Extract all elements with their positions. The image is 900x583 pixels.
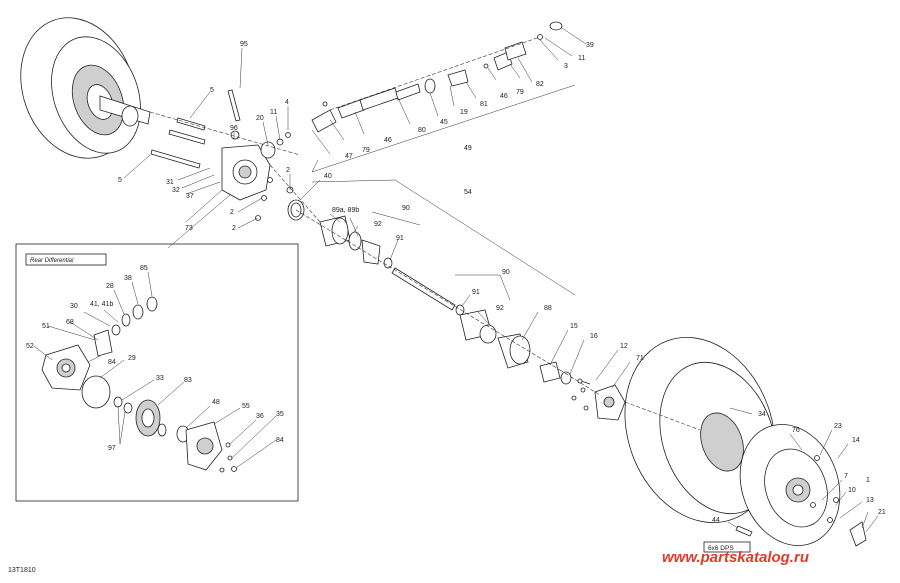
callout-90: 90	[402, 205, 410, 212]
wheel-variant-tag: 6x6 DPS	[703, 541, 751, 553]
callout-7: 7	[844, 473, 848, 480]
callout-35: 35	[276, 411, 284, 418]
callout-97: 97	[108, 445, 116, 452]
leader-lines	[33, 27, 879, 533]
callout-91: 91	[472, 289, 480, 296]
callout-71: 71	[636, 355, 644, 362]
callout-90: 90	[502, 269, 510, 276]
callout-23: 23	[834, 423, 842, 430]
callout-41: 41, 41b	[90, 301, 113, 308]
callout-51: 51	[42, 323, 50, 330]
callout-44: 44	[712, 517, 720, 524]
callout-12: 12	[620, 343, 628, 350]
callout-88: 88	[544, 305, 552, 312]
callout-92: 92	[374, 221, 382, 228]
callout-47: 47	[345, 153, 353, 160]
callout-29: 29	[128, 355, 136, 362]
callout-39: 39	[586, 42, 594, 49]
callout-11: 11	[270, 109, 277, 116]
callout-38: 38	[124, 275, 132, 282]
callout-21: 21	[878, 509, 886, 516]
callout-labels: 95 5 5 11 4 20 96 31 32 37 73 2 2 2 40 4…	[26, 41, 886, 524]
callout-73: 73	[185, 225, 193, 232]
right-wheel	[624, 336, 867, 547]
callout-49: 49	[464, 145, 472, 152]
callout-54: 54	[464, 189, 472, 196]
callout-40: 40	[324, 173, 332, 180]
callout-19: 19	[460, 109, 468, 116]
callout-95: 95	[240, 41, 248, 48]
callout-5: 5	[210, 87, 214, 94]
final-drive-housing	[221, 132, 294, 221]
callout-48: 48	[212, 399, 220, 406]
callout-96: 96	[230, 125, 238, 132]
callout-45: 45	[440, 119, 448, 126]
callout-3: 3	[564, 63, 568, 70]
callout-79: 79	[516, 89, 524, 96]
callout-84: 84	[276, 437, 284, 444]
callout-32: 32	[172, 187, 180, 194]
callout-16: 16	[590, 333, 598, 340]
callout-68: 68	[66, 319, 74, 326]
callout-79: 79	[362, 147, 370, 154]
callout-14: 14	[852, 437, 860, 444]
callout-2: 2	[232, 225, 236, 232]
callout-5: 5	[118, 177, 122, 184]
wheel-tag-text: 6x6 DPS	[708, 545, 734, 552]
callout-89: 89a, 89b	[332, 207, 359, 214]
callout-52: 52	[26, 343, 34, 350]
drawing-reference: 13T1810	[8, 567, 36, 574]
callout-30: 30	[70, 303, 78, 310]
callout-31: 31	[166, 179, 174, 186]
watermark-url: www.partskatalog.ru	[662, 549, 809, 566]
callout-84: 84	[108, 359, 116, 366]
callout-1: 1	[866, 477, 870, 484]
callout-34: 34	[758, 411, 766, 418]
callout-80: 80	[418, 127, 426, 134]
left-wheel	[20, 17, 151, 159]
wheel-hub	[571, 378, 626, 421]
propeller-shaft	[311, 21, 563, 133]
callout-81: 81	[480, 101, 488, 108]
callout-2: 2	[230, 209, 234, 216]
valve-stem	[735, 525, 753, 537]
callout-46: 46	[500, 93, 508, 100]
callout-15: 15	[570, 323, 578, 330]
callout-11: 11	[578, 55, 585, 62]
callout-82: 82	[536, 81, 544, 88]
callout-92: 92	[496, 305, 504, 312]
callout-4: 4	[285, 99, 289, 106]
long-bolts	[150, 89, 241, 169]
callout-37: 37	[186, 193, 194, 200]
callout-91: 91	[396, 235, 404, 242]
callout-2: 2	[286, 167, 290, 174]
callout-36: 36	[256, 413, 264, 420]
callout-83: 83	[184, 377, 192, 384]
callout-33: 33	[156, 375, 164, 382]
rear-differential-inset: Rear Differential	[15, 243, 299, 502]
inset-title: Rear Differential	[30, 258, 74, 264]
callout-20: 20	[256, 115, 264, 122]
axle-shaft-assembly	[287, 199, 572, 385]
callout-76: 76	[792, 427, 800, 434]
callout-13: 13	[866, 497, 874, 504]
callout-46: 46	[384, 137, 392, 144]
callout-10: 10	[848, 487, 856, 494]
callout-28: 28	[106, 283, 114, 290]
callout-85: 85	[140, 265, 148, 272]
callout-55: 55	[242, 403, 250, 410]
